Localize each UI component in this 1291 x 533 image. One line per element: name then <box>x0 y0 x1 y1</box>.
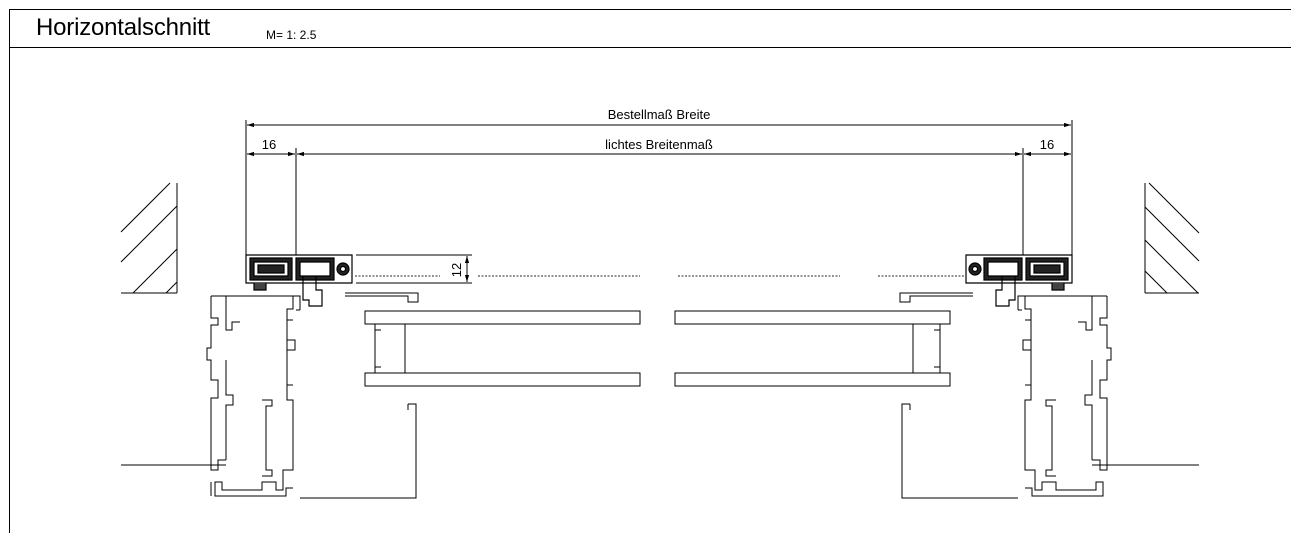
dimension-clear-width <box>247 148 1071 258</box>
drawing-title: Horizontalschnitt <box>36 14 211 41</box>
profile-height-label: 12 <box>449 263 464 277</box>
sash-left <box>300 292 641 499</box>
title-bar: Horizontalschnitt M= 1: 2.5 <box>10 10 1291 48</box>
window-frame-right <box>1017 295 1199 497</box>
dimension-order-width <box>245 120 1073 258</box>
wall-right <box>1144 182 1200 294</box>
scale-label: M= 1: 2.5 <box>266 28 317 42</box>
dimension-profile-height <box>356 254 472 284</box>
drawing-frame: Horizontalschnitt M= 1: 2.5 <box>9 9 1291 533</box>
order-width-label: Bestellmaß Breite <box>608 107 711 122</box>
left-offset-label: 16 <box>262 137 276 152</box>
screen-profile-left <box>245 254 353 307</box>
clear-width-label: lichtes Breitenmaß <box>605 137 713 152</box>
wall-left <box>120 182 178 294</box>
sash-right <box>674 292 1018 499</box>
window-frame-left <box>121 295 301 497</box>
right-offset-label: 16 <box>1040 137 1054 152</box>
screen-profile-right <box>965 254 1073 307</box>
